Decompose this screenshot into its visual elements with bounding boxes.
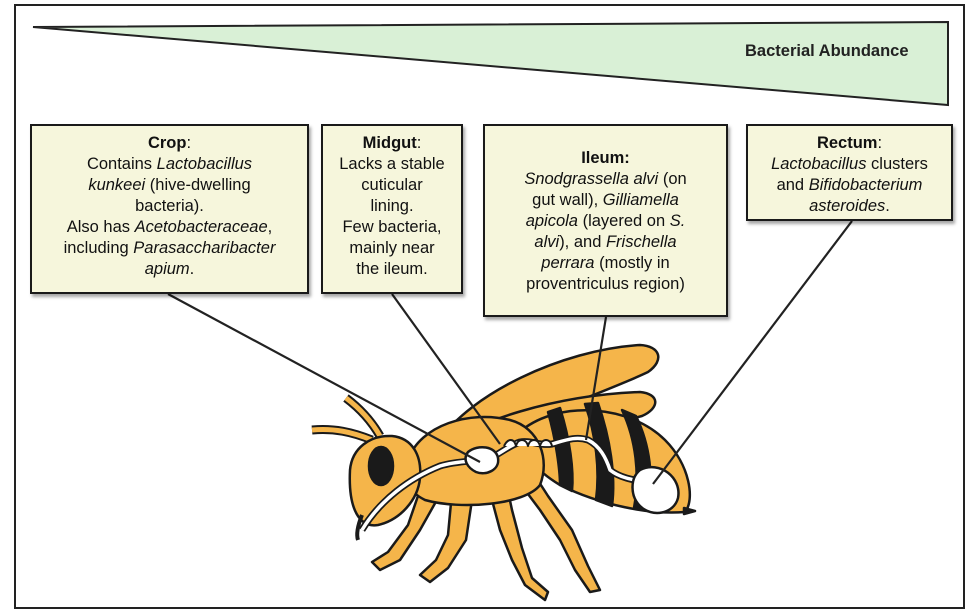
crop-taxon: Acetobacteraceae: [135, 218, 268, 236]
rectum-text: and: [777, 176, 809, 194]
ileum-text: (layered on: [578, 212, 670, 230]
midgut-title: Midgut: [363, 134, 417, 152]
crop-text: ,: [268, 218, 273, 236]
rectum-callout: Rectum: Lactobacillus clusters and Bifid…: [746, 124, 953, 221]
crop-callout: Crop: Contains Lactobacillus kunkeei (hi…: [30, 124, 309, 294]
crop-taxon: Parasaccharibacter: [133, 239, 275, 257]
rectum-taxon: asteroides: [809, 197, 885, 215]
rectum-taxon: Lactobacillus: [771, 155, 866, 173]
ileum-callout: Ileum: Snodgrassella alvi (on gut wall),…: [483, 124, 728, 317]
midgut-text: cuticular: [329, 175, 455, 196]
ileum-taxon: Gilliamella: [603, 191, 679, 209]
ileum-taxon: S.: [670, 212, 686, 230]
crop-text: .: [190, 260, 195, 278]
bee-crop-organ: [466, 447, 499, 473]
bee-eye: [369, 447, 393, 485]
crop-taxon: apium: [145, 260, 190, 278]
leader-line-crop: [168, 294, 480, 462]
ileum-title: Ileum:: [491, 148, 720, 169]
ileum-text: proventriculus region): [491, 274, 720, 295]
bee-illustration: [312, 345, 695, 600]
ileum-taxon: perrara: [541, 254, 594, 272]
ileum-taxon: apicola: [526, 212, 578, 230]
crop-text: bacteria).: [135, 197, 204, 215]
ileum-taxon: alvi: [534, 233, 559, 251]
bacterial-abundance-label: Bacterial Abundance: [745, 42, 909, 61]
ileum-text: gut wall),: [532, 191, 603, 209]
ileum-taxon: Frischella: [606, 233, 677, 251]
midgut-text: Few bacteria,: [329, 217, 455, 238]
crop-text: Also has: [67, 218, 135, 236]
crop-text: Contains: [87, 155, 157, 173]
ileum-text: (mostly in: [595, 254, 670, 272]
crop-title-colon: :: [186, 134, 191, 152]
rectum-text: .: [885, 197, 890, 215]
bee-stinger: [684, 508, 695, 514]
rectum-title-colon: :: [877, 134, 882, 152]
midgut-text: lining.: [329, 196, 455, 217]
midgut-text: the ileum.: [329, 259, 455, 280]
midgut-text: Lacks a stable: [329, 154, 455, 175]
ileum-text: (on: [658, 170, 686, 188]
rectum-title: Rectum: [817, 134, 878, 152]
crop-text: including: [64, 239, 134, 257]
abundance-wedge: [33, 22, 948, 105]
midgut-text: mainly near: [329, 238, 455, 259]
rectum-taxon: Bifidobacterium: [809, 176, 923, 194]
crop-text: (hive-dwelling: [145, 176, 250, 194]
crop-title: Crop: [148, 134, 187, 152]
crop-taxon: Lactobacillus: [157, 155, 252, 173]
ileum-taxon: Snodgrassella alvi: [524, 170, 658, 188]
midgut-callout: Midgut: Lacks a stable cuticular lining.…: [321, 124, 463, 294]
crop-taxon: kunkeei: [88, 176, 145, 194]
rectum-text: clusters: [866, 155, 927, 173]
ileum-text: ), and: [559, 233, 606, 251]
midgut-title-colon: :: [417, 134, 422, 152]
